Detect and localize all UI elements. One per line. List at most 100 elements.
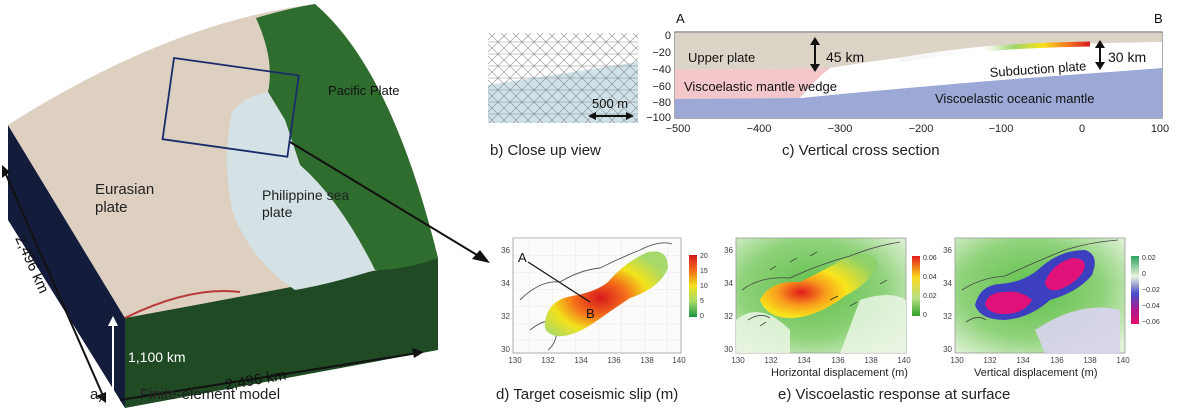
cross-section-panel: A B Upper plate 45 km 30 km Viscoelastic… — [646, 11, 1169, 135]
upper-arrowhead-top — [810, 37, 820, 45]
horiz-vectors — [759, 251, 888, 327]
vert-cb-2: −0.02 — [1142, 287, 1160, 294]
pacific-label: Pacific Plate — [328, 83, 400, 98]
slip-cb-0: 20 — [700, 253, 708, 260]
vert-lat-2: 32 — [943, 312, 952, 321]
pointer-arrowhead — [472, 250, 490, 263]
horiz-coastline — [741, 241, 901, 321]
vert-lat-axis: 36 34 32 30 — [943, 246, 952, 354]
slip-lon-2: 134 — [574, 356, 588, 365]
caption-a-letter: a) — [90, 386, 104, 403]
vert-colorbar — [1131, 256, 1139, 324]
vert-lon-axis: 130 132 134 136 138 140 — [950, 356, 1130, 365]
upper-plate-region — [675, 33, 1162, 70]
horiz-far-field — [736, 295, 906, 353]
side-width-arrow — [3, 169, 105, 399]
vector — [829, 295, 839, 301]
depth-label: 1,100 km — [128, 349, 186, 365]
section-x-axis: −500 −400 −300 −200 −100 0 100 — [666, 123, 1170, 135]
slip-lat-3: 30 — [501, 345, 510, 354]
vert-lon-0: 130 — [950, 356, 964, 365]
horiz-cb-0: 0.06 — [923, 255, 937, 262]
y-tick-0: 0 — [665, 30, 671, 42]
upper-arrowhead-bottom — [810, 64, 820, 72]
slip-lon-1: 132 — [541, 356, 555, 365]
vert-lat-0: 36 — [943, 246, 952, 255]
profile-end-b: B — [586, 306, 595, 321]
horiz-lat-3: 30 — [724, 345, 733, 354]
slip-lon-0: 130 — [508, 356, 522, 365]
horiz-lat-2: 32 — [724, 312, 733, 321]
subduction-plate-region — [800, 42, 1162, 98]
horiz-lon-0: 130 — [731, 356, 745, 365]
upper-thickness-label: 45 km — [826, 49, 864, 65]
mantle-wedge-region — [675, 68, 830, 99]
x-tick-2: −300 — [828, 123, 853, 135]
vector — [809, 251, 818, 257]
horiz-lon-4: 138 — [864, 356, 878, 365]
slip-cb-3: 5 — [700, 298, 704, 305]
horiz-lon-5: 140 — [897, 356, 911, 365]
section-y-axis: 0 −20 −40 −60 −80 −100 — [646, 30, 671, 124]
slab-thickness-label: 30 km — [1108, 49, 1146, 65]
slip-colorbar-labels: 20 15 10 5 0 — [700, 253, 708, 320]
y-tick-5: −100 — [646, 112, 671, 124]
horiz-colorbar-labels: 0.06 0.04 0.02 0 — [923, 255, 937, 319]
x-tick-0: −500 — [666, 123, 691, 135]
caption-a: Finite-element model — [140, 386, 281, 403]
vector — [789, 257, 798, 263]
wedge-label: Viscoelastic mantle wedge — [684, 79, 837, 94]
depth-arrowhead-bottom — [108, 396, 118, 406]
vert-cb-0: 0.02 — [1142, 255, 1156, 262]
vert-title: Vertical displacement (m) — [974, 367, 1098, 379]
horiz-displacement-patch — [760, 253, 878, 319]
horiz-lat-0: 36 — [724, 246, 733, 255]
slip-lat-0: 36 — [501, 246, 510, 255]
horiz-lon-2: 134 — [797, 356, 811, 365]
y-tick-4: −80 — [652, 97, 671, 109]
vert-core-patch — [985, 258, 1085, 314]
slip-lon-3: 136 — [607, 356, 621, 365]
vert-coastline — [961, 239, 1119, 323]
vert-cb-4: −0.06 — [1142, 319, 1160, 326]
slip-cb-4: 0 — [700, 313, 704, 320]
block-left-face — [8, 125, 125, 408]
oceanic-label: Viscoelastic oceanic mantle — [935, 91, 1094, 106]
y-tick-1: −20 — [652, 47, 671, 59]
profile-line — [527, 261, 591, 303]
horizontal-displacement-panel: Horizontal displacement (m) 0.06 0.04 0.… — [724, 237, 937, 379]
x-tick-4: −100 — [989, 123, 1014, 135]
section-end-b: B — [1154, 11, 1163, 26]
vert-lon-4: 138 — [1083, 356, 1097, 365]
x-tick-1: −400 — [747, 123, 772, 135]
x-tick-5: 0 — [1079, 123, 1085, 135]
scale-arrowhead-right — [626, 112, 634, 120]
scale-label: 500 m — [592, 96, 628, 111]
vertical-displacement-panel: Vertical displacement (m) 0.02 0 −0.02 −… — [943, 237, 1160, 379]
slip-cb-1: 15 — [700, 268, 708, 275]
caption-c: c) Vertical cross section — [782, 142, 940, 159]
closeup-box — [161, 56, 300, 158]
horiz-title: Horizontal displacement (m) — [771, 367, 908, 379]
slip-map-panel: A B 20 15 10 5 0 36 34 32 30 130 132 134… — [501, 237, 708, 365]
slip-lon-5: 140 — [672, 356, 686, 365]
y-tick-3: −60 — [652, 81, 671, 93]
upper-plate-label: Upper plate — [688, 50, 755, 65]
depth-arrowhead-top — [108, 316, 118, 326]
y-tick-2: −40 — [652, 64, 671, 76]
vert-lat-3: 30 — [943, 345, 952, 354]
slip-lat-axis: 36 34 32 30 — [501, 246, 510, 354]
subduction-trace — [124, 290, 241, 319]
horiz-lat-1: 34 — [724, 279, 733, 288]
slab-top-interface — [899, 41, 1091, 63]
slip-lat-2: 32 — [501, 312, 510, 321]
slip-cb-2: 10 — [700, 283, 708, 290]
slip-colorbar — [689, 255, 697, 317]
slip-lon-axis: 130 132 134 136 138 140 — [508, 356, 686, 365]
horiz-cb-1: 0.04 — [923, 274, 937, 281]
slip-lat-1: 34 — [501, 279, 510, 288]
vector — [759, 321, 767, 327]
